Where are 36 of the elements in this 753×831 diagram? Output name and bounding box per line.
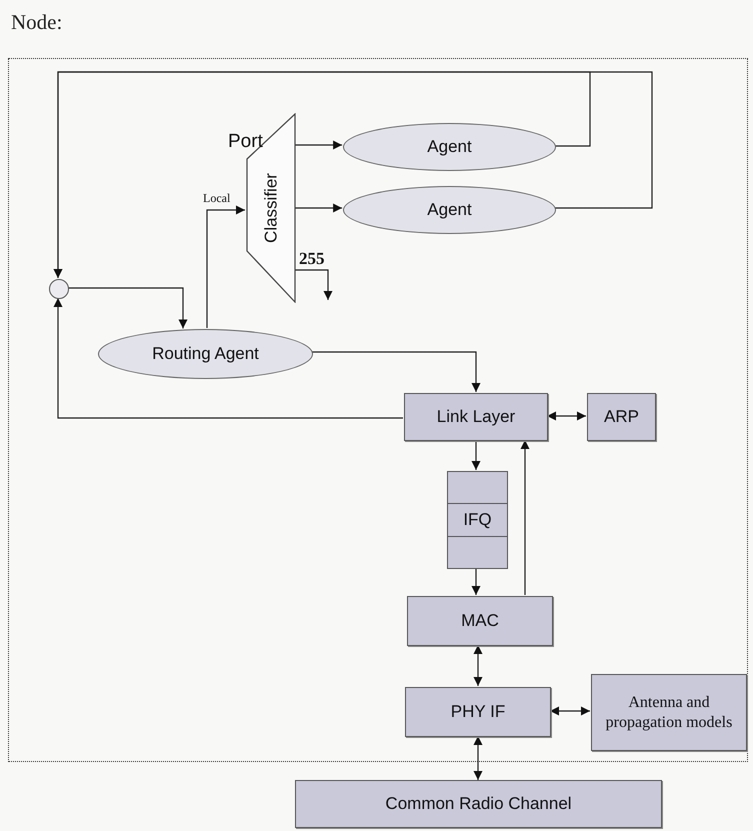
connector-arrow — [472, 440, 480, 470]
connector-arrow — [472, 568, 480, 595]
layer-box — [405, 687, 551, 737]
layer-box — [591, 674, 747, 751]
layer-box — [404, 393, 548, 441]
node-label: Agent — [427, 136, 472, 158]
connector-arrow — [474, 645, 482, 686]
edge-label: 255 — [299, 250, 324, 267]
connector-arrow — [54, 298, 403, 419]
queue-stack — [447, 471, 508, 569]
connector-arrow — [68, 287, 188, 328]
edge-label: Local — [203, 192, 230, 204]
node-label: Classifier — [261, 173, 280, 243]
node-label: Routing Agent — [152, 343, 259, 366]
node-label: Antenna and propagation models — [604, 693, 734, 732]
connector-arrow — [295, 140, 342, 150]
node-label: Agent — [427, 199, 472, 222]
layer-box — [407, 596, 553, 646]
connector-arrow — [520, 440, 530, 595]
connector-arrow — [547, 412, 586, 420]
node-label: ARP — [604, 406, 639, 428]
layer-box — [587, 393, 656, 441]
node-label: Common Radio Channel — [385, 793, 572, 816]
node-label: IFQ — [463, 509, 492, 532]
node-label: PHY IF — [450, 701, 506, 724]
connector-arrow — [312, 351, 480, 392]
layer-box — [295, 780, 662, 828]
node-label: Link Layer — [436, 406, 516, 428]
node-label: MAC — [461, 610, 499, 632]
connector-arrow — [550, 706, 590, 716]
frame-heading: Node: — [11, 9, 62, 36]
connector-arrow — [295, 204, 342, 212]
connector-arrow — [474, 736, 482, 780]
connector-arrow — [206, 206, 245, 328]
port-label: Port — [228, 130, 263, 154]
connector-arrow — [295, 269, 332, 300]
